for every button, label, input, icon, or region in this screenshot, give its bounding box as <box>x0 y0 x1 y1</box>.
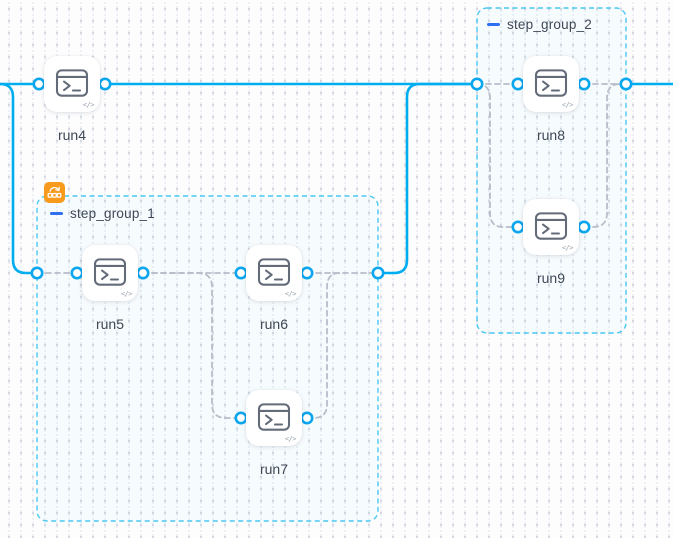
port-run9-out[interactable] <box>577 220 591 234</box>
terminal-icon <box>257 258 291 286</box>
edge-run5-to-run7 <box>142 272 242 419</box>
terminal-icon <box>93 258 127 286</box>
task-card[interactable]: </> <box>246 245 302 301</box>
task-label: run6 <box>259 316 289 332</box>
code-type-icon: </> <box>284 435 297 443</box>
terminal-icon <box>55 69 89 97</box>
port-run8-in[interactable] <box>511 77 525 91</box>
port-group2-in[interactable] <box>470 77 484 91</box>
task-label: run9 <box>536 270 566 286</box>
port-run6-out[interactable] <box>300 266 314 280</box>
edge-run7-to-group1-end <box>306 272 341 419</box>
task-card[interactable]: </> <box>82 245 138 301</box>
task-label: run8 <box>536 127 566 143</box>
group-label: step_group_2 <box>507 16 592 32</box>
port-run5-in[interactable] <box>70 266 84 280</box>
task-node-run6[interactable]: </> run6 <box>246 245 302 332</box>
task-node-run9[interactable]: </> run9 <box>523 199 579 286</box>
code-type-icon: </> <box>561 101 574 109</box>
code-type-icon: </> <box>284 290 297 298</box>
port-group1-in[interactable] <box>30 266 44 280</box>
port-run6-in[interactable] <box>234 266 248 280</box>
port-run4-out[interactable] <box>98 77 112 91</box>
task-label: run7 <box>259 461 289 477</box>
task-card[interactable]: </> <box>246 390 302 446</box>
collapse-minus-icon[interactable] <box>487 22 500 26</box>
task-node-run4[interactable]: </> run4 <box>44 56 100 143</box>
port-run8-out[interactable] <box>577 77 591 91</box>
task-node-run7[interactable]: </> run7 <box>246 390 302 477</box>
loop-over-items-glyph <box>47 186 62 198</box>
task-label: run5 <box>95 316 125 332</box>
task-card[interactable]: </> <box>523 199 579 255</box>
port-run7-in[interactable] <box>234 411 248 425</box>
task-node-run5[interactable]: </> run5 <box>82 245 138 332</box>
edge-group2-to-run9 <box>476 83 519 228</box>
terminal-icon <box>257 403 291 431</box>
port-run7-out[interactable] <box>300 411 314 425</box>
terminal-icon <box>534 212 568 240</box>
code-type-icon: </> <box>82 101 95 109</box>
code-type-icon: </> <box>561 244 574 252</box>
port-run5-out[interactable] <box>136 266 150 280</box>
terminal-icon <box>534 69 568 97</box>
task-node-run8[interactable]: </> run8 <box>523 56 579 143</box>
collapse-minus-icon[interactable] <box>50 211 63 215</box>
task-card[interactable]: </> <box>44 56 100 112</box>
edge-run9-to-group2-end <box>583 83 627 228</box>
group-header-step-group-2: step_group_2 <box>487 16 592 32</box>
code-type-icon: </> <box>120 290 133 298</box>
loop-over-items-icon <box>44 182 65 203</box>
port-group2-out[interactable] <box>619 77 633 91</box>
task-card[interactable]: </> <box>523 56 579 112</box>
group-label: step_group_1 <box>70 205 155 221</box>
port-group1-out[interactable] <box>371 266 385 280</box>
port-run9-in[interactable] <box>511 220 525 234</box>
group-header-step-group-1: step_group_1 <box>50 205 155 221</box>
task-label: run4 <box>57 127 87 143</box>
edge-start-to-group1 <box>0 82 39 275</box>
port-run4-in[interactable] <box>32 77 46 91</box>
edge-group1-to-group2 <box>376 82 479 275</box>
